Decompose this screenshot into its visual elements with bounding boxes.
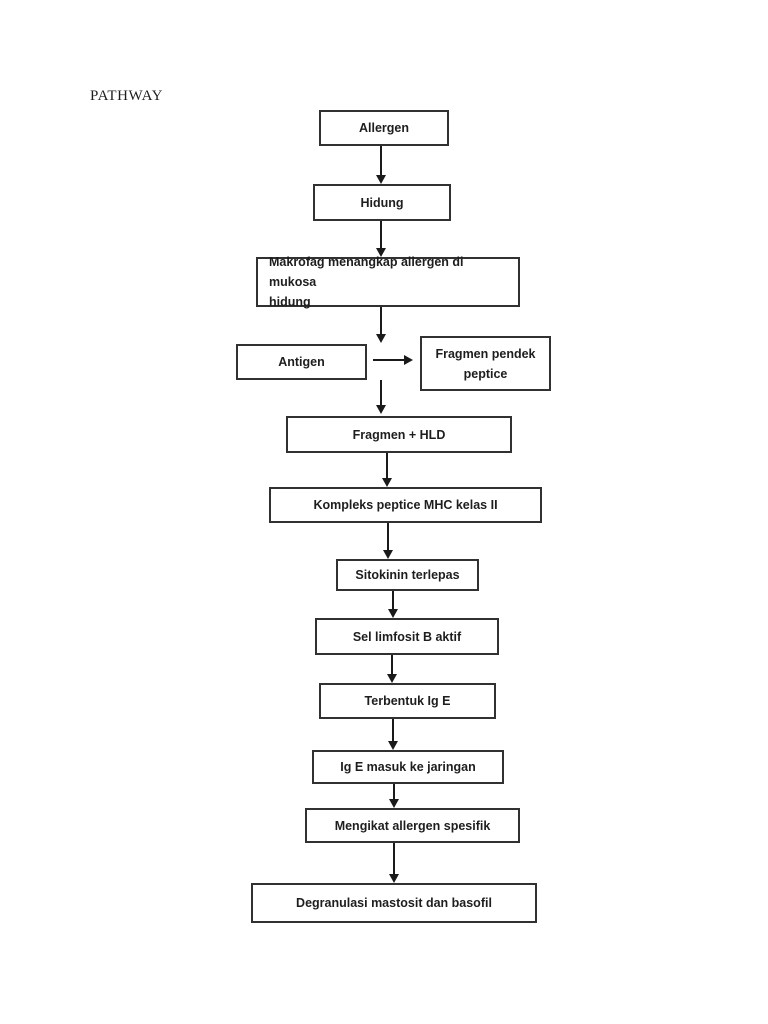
flow-arrow-sitokinin-sel-limfosit (388, 591, 398, 618)
flow-arrow-antigen-fragmen-pendek (373, 355, 413, 365)
flow-arrow-sel-limfosit-terbentuk-ige (387, 655, 397, 683)
flow-node-sel-limfosit: Sel limfosit B aktif (315, 618, 499, 655)
flow-node-mengikat: Mengikat allergen spesifik (305, 808, 520, 843)
flow-node-allergen: Allergen (319, 110, 449, 146)
flow-node-degranulasi: Degranulasi mastosit dan basofil (251, 883, 537, 923)
flow-arrow-hidung-makrofag (376, 221, 386, 257)
flow-node-ige-masuk: Ig E masuk ke jaringan (312, 750, 504, 784)
flow-node-hidung: Hidung (313, 184, 451, 221)
flow-arrow-fragmen-hld-kompleks (382, 453, 392, 487)
flow-arrow-makrofag-antigen-row (376, 307, 386, 343)
page-title: PATHWAY (90, 88, 164, 104)
flow-arrow-antigen-row-fragmen-hld (376, 380, 386, 414)
flow-arrow-allergen-hidung (376, 146, 386, 184)
flow-node-antigen: Antigen (236, 344, 367, 380)
flow-node-kompleks-peptice: Kompleks peptice MHC kelas II (269, 487, 542, 523)
flow-arrow-mengikat-degranulasi (389, 843, 399, 883)
flow-node-sitokinin: Sitokinin terlepas (336, 559, 479, 591)
flow-arrow-terbentuk-ige-ige-masuk (388, 719, 398, 750)
flow-node-fragmen-pendek-peptice: Fragmen pendek peptice (420, 336, 551, 391)
flow-arrow-kompleks-sitokinin (383, 523, 393, 559)
flow-node-makrofag: Makrofag menangkap allergen di mukosa hi… (256, 255, 520, 309)
flow-node-terbentuk-ige: Terbentuk Ig E (319, 683, 496, 719)
flow-arrow-ige-masuk-mengikat (389, 784, 399, 808)
flow-node-fragmen-hld: Fragmen + HLD (286, 416, 512, 453)
